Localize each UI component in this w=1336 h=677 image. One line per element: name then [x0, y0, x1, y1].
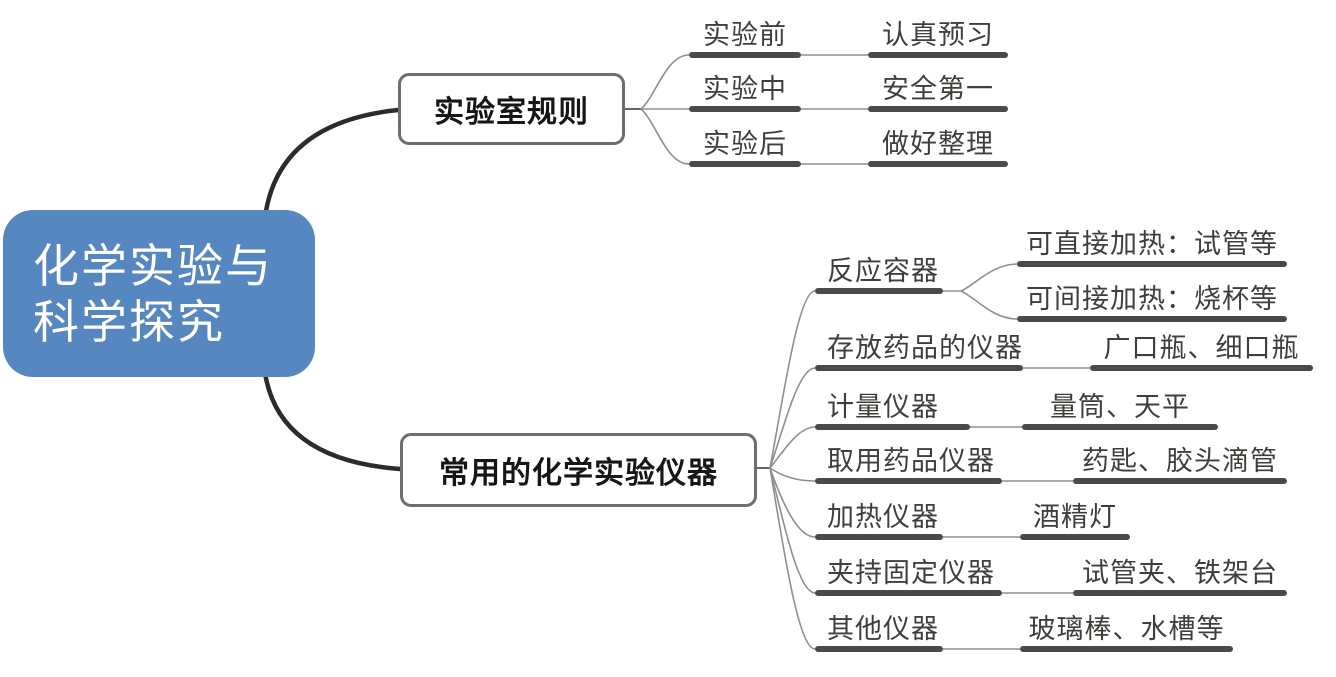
- underline-bar: [815, 424, 970, 430]
- underline-bar: [1020, 646, 1233, 652]
- node-bottles: 广口瓶、细口瓶: [1090, 331, 1313, 371]
- underline-bar: [1020, 534, 1130, 540]
- node-indirect-heating: 可间接加热：烧杯等: [1017, 282, 1287, 322]
- root-title-line1: 化学实验与: [33, 239, 273, 292]
- underline-bar: [815, 288, 943, 294]
- node-other-instruments: 其他仪器: [815, 612, 943, 652]
- node-cylinder-balance: 量筒、天平: [1022, 390, 1218, 430]
- branch-stubs: [625, 108, 770, 469]
- node-preview-carefully: 认真预习: [868, 18, 1008, 58]
- node-reaction-vessels: 反应容器: [815, 254, 943, 294]
- underline-bar: [1017, 261, 1287, 267]
- node-before-experiment: 实验前: [689, 18, 801, 58]
- branch-label-common-instruments: 常用的化学实验仪器: [439, 457, 718, 490]
- trunk-curves: [262, 107, 403, 472]
- underline-bar: [815, 646, 943, 652]
- underline-bar: [689, 52, 801, 58]
- node-during-experiment: 实验中: [689, 72, 801, 112]
- underline-bar: [1073, 478, 1287, 484]
- node-alcohol-lamp: 酒精灯: [1020, 500, 1130, 540]
- underline-bar: [1090, 365, 1313, 371]
- fan-lines: [640, 54, 1090, 650]
- underline-bar: [815, 478, 1002, 484]
- underline-bar: [868, 106, 1008, 112]
- node-glass-rod-trough: 玻璃棒、水槽等: [1020, 612, 1233, 652]
- underline-bar: [689, 161, 801, 167]
- node-tidy-up: 做好整理: [868, 127, 1008, 167]
- underline-bar: [868, 161, 1008, 167]
- node-taking-instruments: 取用药品仪器: [815, 444, 1002, 484]
- node-clamping-instruments: 夹持固定仪器: [815, 556, 1002, 596]
- underline-bar: [815, 534, 943, 540]
- underline-bar: [1073, 590, 1287, 596]
- node-after-experiment: 实验后: [689, 127, 801, 167]
- branch-box-lab-rules: 实验室规则: [398, 73, 625, 145]
- branch-box-common-instruments: 常用的化学实验仪器: [400, 433, 757, 507]
- node-storage-instruments: 存放药品的仪器: [815, 331, 1023, 371]
- underline-bar: [689, 106, 801, 112]
- underline-bar: [815, 365, 1023, 371]
- underline-bar: [1017, 316, 1287, 322]
- node-direct-heating: 可直接加热：试管等: [1017, 227, 1287, 267]
- node-spatula-dropper: 药匙、胶头滴管: [1073, 444, 1287, 484]
- node-safety-first: 安全第一: [868, 72, 1008, 112]
- underline-bar: [815, 590, 1002, 596]
- node-measuring-instruments: 计量仪器: [815, 390, 970, 430]
- node-heating-instruments: 加热仪器: [815, 500, 943, 540]
- underline-bar: [868, 52, 1008, 58]
- node-clamp-stand: 试管夹、铁架台: [1073, 556, 1287, 596]
- underline-bar: [1022, 424, 1218, 430]
- root-title-line2: 科学探究: [33, 295, 225, 348]
- branch-label-lab-rules: 实验室规则: [434, 96, 589, 129]
- root-node: 化学实验与 科学探究: [3, 210, 315, 377]
